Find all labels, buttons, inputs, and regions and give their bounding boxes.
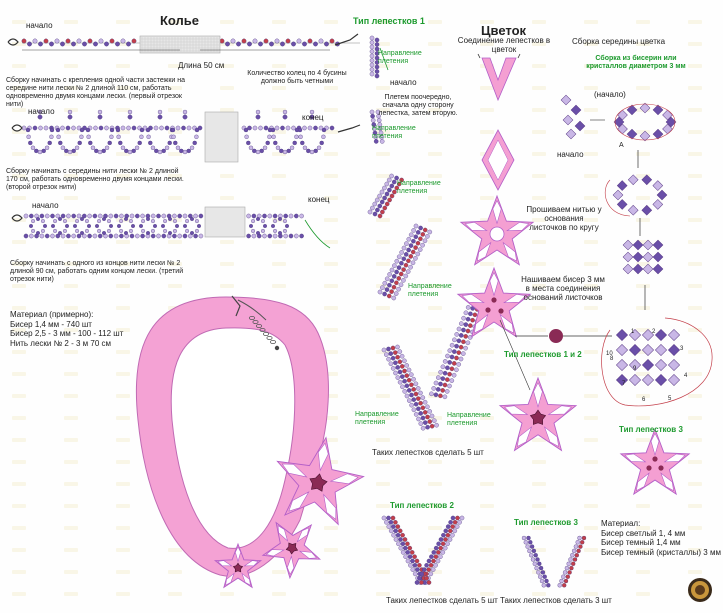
- strand2-note: Сборку начинать с середины нити лески № …: [6, 168, 184, 191]
- necklace-illustration: [135, 295, 365, 589]
- strand-3: [11, 206, 331, 249]
- center-letter-a: А: [619, 142, 624, 149]
- center-step-number: 1: [631, 329, 635, 335]
- strand-1: [7, 33, 360, 54]
- petal2-beadwork: [381, 515, 465, 585]
- length-label: Длина 50 см: [178, 61, 225, 70]
- flower-materials: Материал: Бисер светлый 1, 4 мм Бисер те…: [601, 519, 721, 557]
- center-step-number: 5: [668, 396, 672, 402]
- flower-assembly: [456, 53, 691, 496]
- strand2-start-label: начало: [28, 107, 55, 116]
- petal3-count: Таких лепестков сделать 3 шт: [500, 596, 612, 605]
- petal1-direction-6: Направление плетения: [447, 412, 491, 427]
- center-step-number: 8: [610, 356, 614, 362]
- petal2-title: Тип лепестков 2: [390, 501, 454, 510]
- strand-2: [11, 109, 361, 163]
- strand3-end-label: конец: [308, 195, 330, 204]
- rings-note: Количество колец по 4 бусины должно быть…: [247, 70, 347, 85]
- types-1-2-label: Тип лепестков 1 и 2: [504, 350, 582, 359]
- author-badge: [688, 578, 712, 602]
- center-step-number: 6: [642, 397, 646, 403]
- petal1-direction-3: Направление плетения: [397, 180, 441, 195]
- center-subtitle: Сборка из бисерин или кристаллов диаметр…: [586, 55, 686, 70]
- petal1-beadwork: [367, 35, 487, 431]
- flower-title: Цветок: [481, 23, 527, 38]
- center-step-number: 7: [622, 381, 626, 387]
- center-step-number: 4: [684, 373, 688, 379]
- necklace-title: Колье: [160, 13, 200, 28]
- center-title: Сборка середины цветка: [572, 37, 666, 46]
- petal2-count: Таких лепестков сделать 5 шт: [386, 596, 498, 605]
- petal1-direction-5: Направление плетения: [355, 411, 399, 426]
- bead-note: Нашиваем бисер 3 мм в места соединения о…: [521, 275, 605, 302]
- center-start-paren-label: (начало): [594, 90, 626, 99]
- petal1-direction-4: Направление плетения: [408, 283, 452, 298]
- weave-note: Плетем поочередно, сначала одну сторону …: [378, 94, 458, 117]
- strand3-start-label: начало: [32, 201, 59, 210]
- join-note: Соединение лепестков в цветок: [457, 36, 551, 54]
- center-step-number: 3: [680, 346, 684, 352]
- petal1-start-label: начало: [390, 78, 417, 87]
- petal1-title: Тип лепестков 1: [353, 16, 425, 26]
- type-3-label: Тип лепестков 3: [619, 425, 683, 434]
- petal3-beadwork: [521, 535, 587, 588]
- center-step-number: 10: [606, 351, 613, 357]
- center-step-number: 2: [652, 329, 656, 335]
- necklace-materials: Материал (примерно): Бисер 1,4 мм - 740 …: [10, 310, 124, 348]
- center-assembly: [560, 94, 713, 407]
- petal1-direction-1: Направление плетения: [378, 50, 422, 65]
- strand2-end-label: конец: [302, 113, 324, 122]
- strand1-start-label: начало: [26, 21, 53, 30]
- sew-note: Прошиваем нитью у основания листочков по…: [526, 205, 602, 232]
- strand1-note: Сборку начинать с крепления одной части …: [6, 77, 186, 108]
- petal3-title: Тип лепестков 3: [514, 518, 578, 527]
- strand3-note: Сборку начинать с одного из концов нити …: [10, 260, 184, 283]
- center-start-label: начало: [557, 150, 584, 159]
- petal1-count: Таких лепестков сделать 5 шт: [372, 448, 484, 457]
- petal1-direction-2: Направление плетения: [372, 125, 416, 140]
- center-step-number: 9: [633, 366, 637, 372]
